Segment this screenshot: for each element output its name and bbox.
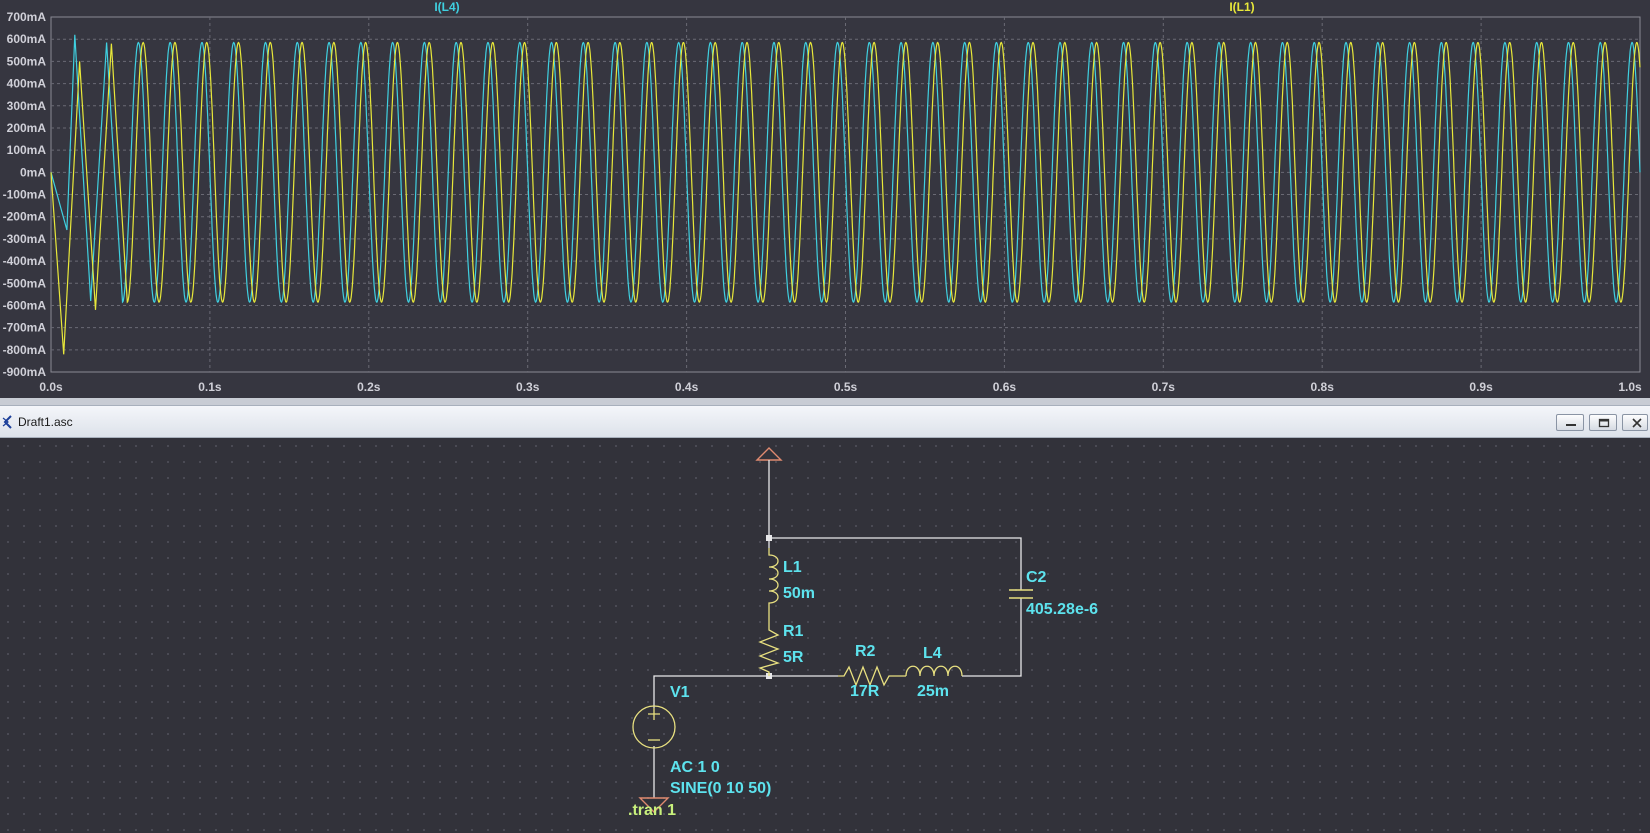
label-r1-name: R1 <box>783 623 804 640</box>
y-tick-label: -800mA <box>3 343 47 357</box>
y-tick-label: -600mA <box>3 298 47 312</box>
x-tick-label: 0.2s <box>357 380 381 394</box>
label-l4-value: 25m <box>917 683 949 700</box>
y-axis-ticks: 700mA 600mA 500mA 400mA 300mA 200mA 100mA 0mA -1… <box>3 10 47 379</box>
x-axis-ticks: 0.0s 0.1s 0.2s 0.3s 0.4s 0.5s 0.6s 0.7s 0.8s 0.9s… <box>39 380 1642 394</box>
ltspice-app-icon <box>2 415 12 429</box>
junction-dot-top <box>766 535 772 541</box>
y-tick-label: 100mA <box>7 143 47 157</box>
x-tick-label: 0.9s <box>1469 380 1493 394</box>
trace-i-l1[interactable] <box>50 41 1641 355</box>
label-l1-value: 50m <box>783 585 815 602</box>
x-tick-label: 0.4s <box>675 380 699 394</box>
y-tick-label: 600mA <box>7 32 47 46</box>
close-icon <box>1632 418 1642 428</box>
label-v1-name: V1 <box>670 684 690 701</box>
label-r1-value: 5R <box>783 649 804 666</box>
waveform-plot-pane[interactable]: 700mA 600mA 500mA 400mA 300mA 200mA 100mA 0mA -1… <box>0 0 1650 405</box>
x-tick-label: 1.0s <box>1618 380 1642 394</box>
y-tick-label: -300mA <box>3 232 47 246</box>
y-tick-label: -200mA <box>3 210 47 224</box>
y-tick-label: -400mA <box>3 254 47 268</box>
label-l1-name: L1 <box>783 559 802 576</box>
label-c2-name: C2 <box>1026 569 1047 586</box>
ground-symbol-top[interactable] <box>755 447 783 461</box>
y-tick-label: 0mA <box>20 165 46 179</box>
ground-symbol-bottom[interactable] <box>638 797 670 813</box>
label-v1-sine: SINE(0 10 50) <box>670 780 771 797</box>
schematic-editor[interactable]: L1 50m R1 5R C2 405.28e-6 R2 17R L4 25m … <box>0 438 1650 833</box>
window-title: Draft1.asc <box>18 415 73 429</box>
restore-icon <box>1598 418 1610 428</box>
plot-grid <box>50 16 1641 373</box>
x-tick-label: 0.1s <box>198 380 222 394</box>
close-button[interactable] <box>1622 414 1648 431</box>
y-tick-label: 400mA <box>7 77 47 91</box>
x-tick-label: 0.6s <box>993 380 1017 394</box>
schematic-window-titlebar[interactable]: Draft1.asc <box>0 405 1650 438</box>
restore-button[interactable] <box>1589 414 1617 431</box>
label-r2-name: R2 <box>855 643 876 660</box>
trace-label-i-l4[interactable]: I(L4) <box>434 0 459 14</box>
voltage-source-v1[interactable] <box>632 705 676 749</box>
resistor-r2[interactable] <box>838 665 906 687</box>
waveform-plot[interactable]: 700mA 600mA 500mA 400mA 300mA 200mA 100mA 0mA -1… <box>0 0 1650 398</box>
label-r2-value: 17R <box>850 683 880 700</box>
minimize-icon <box>1566 424 1576 426</box>
schematic-canvas[interactable]: L1 50m R1 5R C2 405.28e-6 R2 17R L4 25m … <box>0 438 1650 833</box>
label-c2-value: 405.28e-6 <box>1026 601 1098 618</box>
trace-label-i-l1[interactable]: I(L1) <box>1229 0 1254 14</box>
y-tick-label: -500mA <box>3 276 47 290</box>
inductor-l4[interactable] <box>905 665 963 677</box>
label-v1-ac: AC 1 0 <box>670 759 720 776</box>
y-tick-label: -700mA <box>3 321 47 335</box>
capacitor-c2[interactable] <box>1009 589 1033 599</box>
x-tick-label: 0.3s <box>516 380 540 394</box>
resistor-r1[interactable] <box>758 624 781 676</box>
x-tick-label: 0.7s <box>1152 380 1176 394</box>
y-tick-label: -100mA <box>3 188 47 202</box>
spice-directive-tran[interactable]: .tran 1 <box>628 802 676 819</box>
y-tick-label: 700mA <box>7 10 47 24</box>
y-tick-label: -900mA <box>3 365 47 379</box>
label-l4-name: L4 <box>923 645 942 662</box>
minimize-button[interactable] <box>1556 414 1584 431</box>
x-tick-label: 0.5s <box>834 380 858 394</box>
y-tick-label: 500mA <box>7 54 47 68</box>
y-tick-label: 200mA <box>7 121 47 135</box>
y-tick-label: 300mA <box>7 99 47 113</box>
trace-i-l4[interactable] <box>50 34 1641 304</box>
x-tick-label: 0.0s <box>39 380 63 394</box>
inductor-l1[interactable] <box>768 548 779 624</box>
wires[interactable] <box>653 460 1022 798</box>
x-tick-label: 0.8s <box>1311 380 1335 394</box>
pane-splitter[interactable] <box>0 398 1650 405</box>
